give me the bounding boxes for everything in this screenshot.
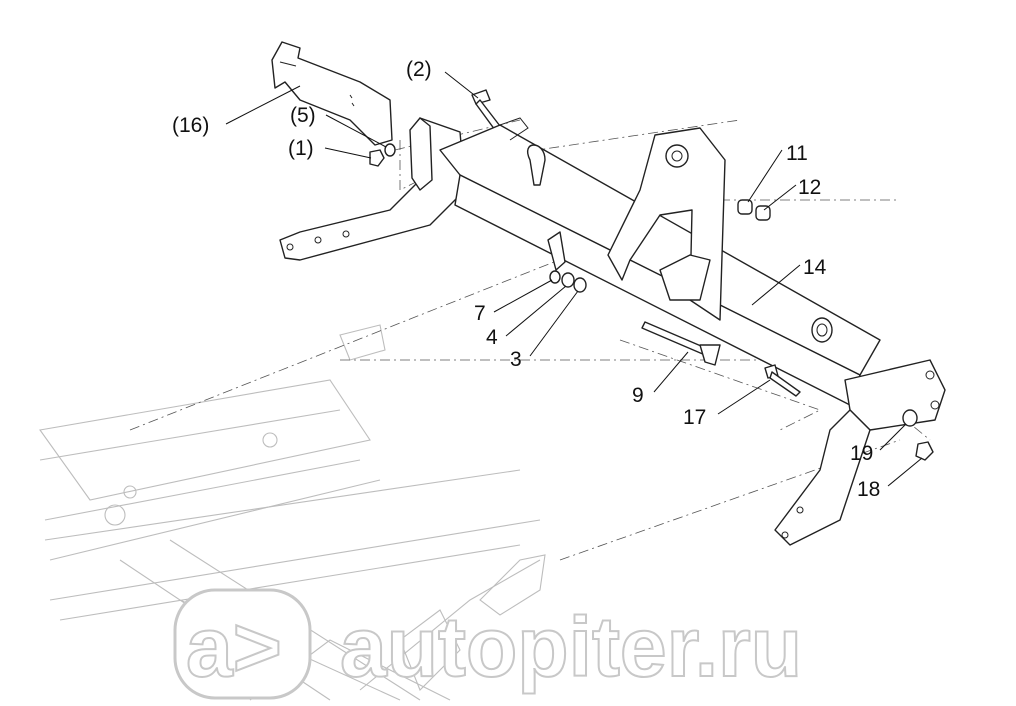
label-part-4: 4 <box>486 326 498 349</box>
right-mount-plate <box>774 359 946 546</box>
part-1-nut <box>369 149 385 167</box>
label-part-16: (16) <box>172 114 209 137</box>
part-9-pin <box>641 321 721 366</box>
label-part-2: (2) <box>406 58 432 81</box>
label-part-18: 18 <box>857 478 880 501</box>
part-12-bushing <box>755 205 771 221</box>
label-part-1: (1) <box>288 137 314 160</box>
part-5-washer <box>384 143 396 157</box>
part-19-washer <box>902 409 918 427</box>
hitch-tower <box>607 127 726 321</box>
label-part-19: 19 <box>850 442 873 465</box>
leader-lines <box>225 71 923 487</box>
callout-labels: (2) (16) (5) (1) 11 12 14 7 4 3 9 17 19 … <box>172 58 880 501</box>
part-11-bushing <box>737 199 753 215</box>
part-16-bracket <box>271 41 393 146</box>
watermark-text: autopiter.ru <box>340 600 802 694</box>
part-17-bolt <box>764 364 801 397</box>
label-part-17: 17 <box>683 406 706 429</box>
label-part-5: (5) <box>290 104 316 127</box>
lift-ring <box>811 317 833 343</box>
label-part-7: 7 <box>474 302 486 325</box>
part-18-nut <box>915 441 934 461</box>
parts-7-4-3-washers <box>549 270 587 293</box>
label-part-9: 9 <box>632 384 644 407</box>
label-part-11: 11 <box>786 142 808 165</box>
label-part-12: 12 <box>798 176 821 199</box>
watermark-logo: a> <box>186 600 282 694</box>
label-part-14: 14 <box>803 256 827 279</box>
watermark: a> autopiter.ru <box>173 588 803 700</box>
label-part-3: 3 <box>510 348 522 371</box>
